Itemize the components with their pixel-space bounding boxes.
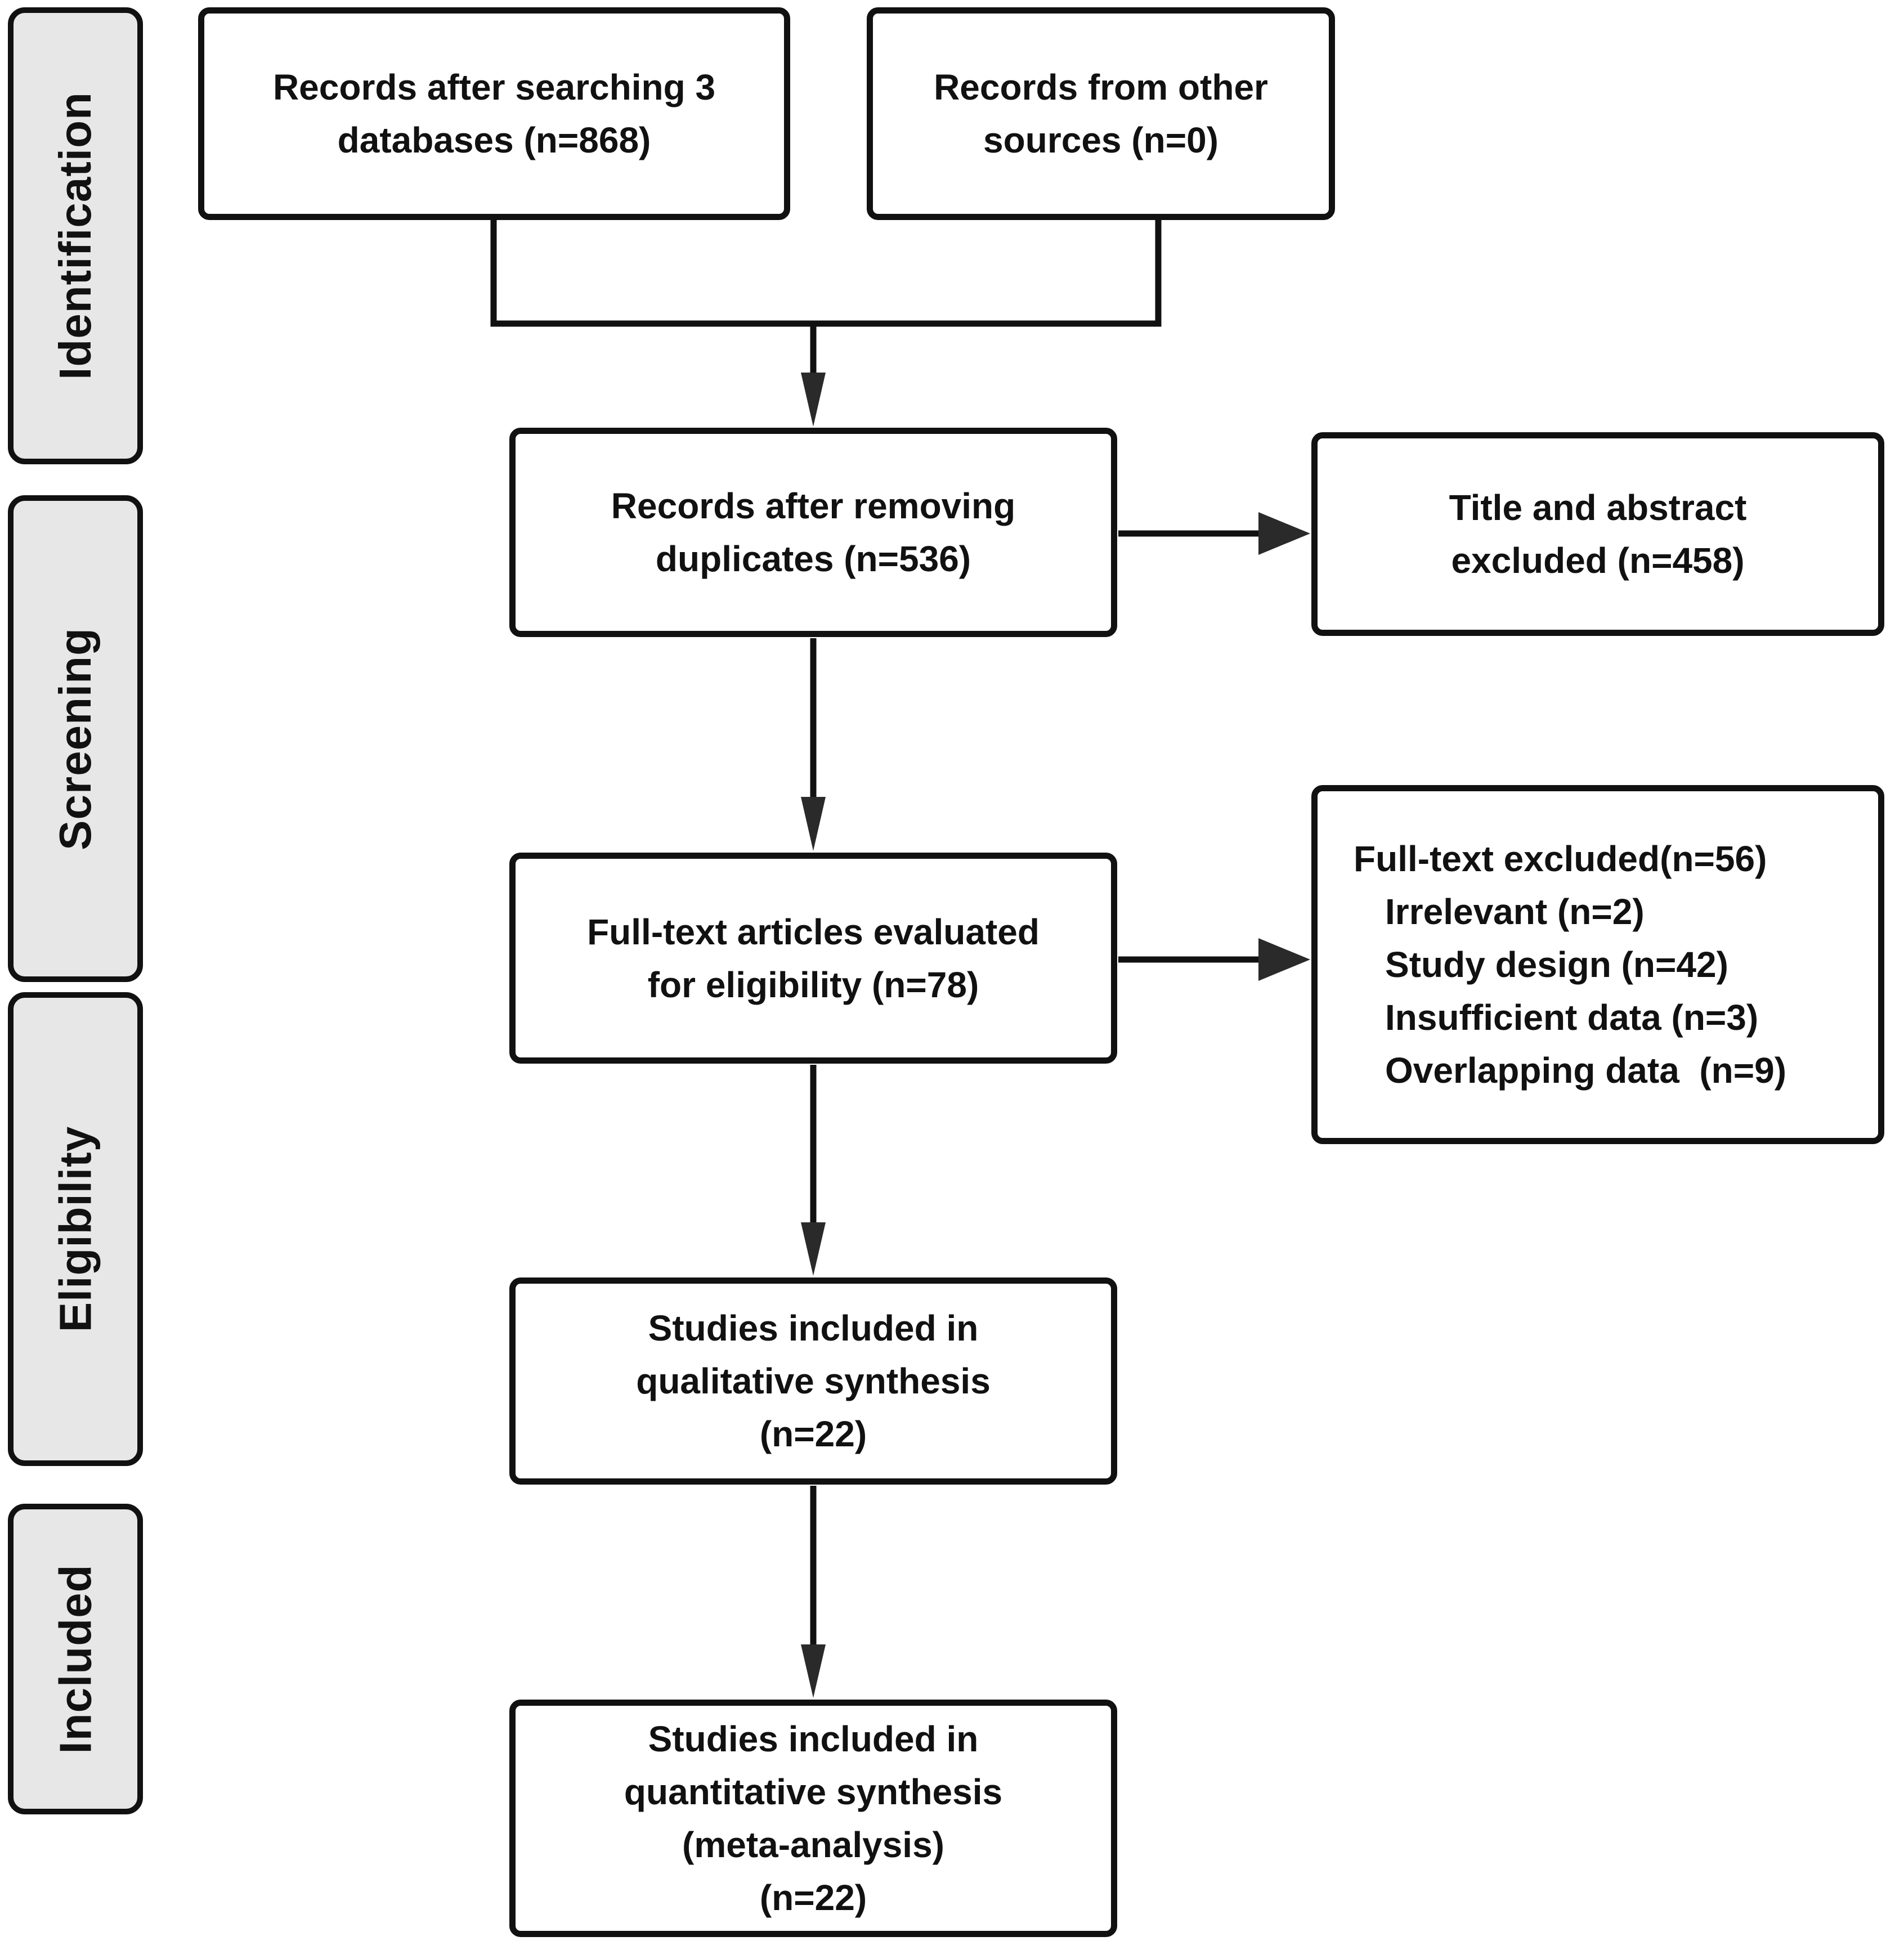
stage-identification-label: Identification <box>50 92 100 380</box>
connector-merge-bracket <box>490 220 1162 327</box>
stage-screening-label: Screening <box>50 627 101 850</box>
box-fulltext-excluded: Full-text excluded(n=56) Irrelevant (n=2… <box>1311 785 1884 1144</box>
box-records-searched: Records after searching 3 databases (n=8… <box>198 7 790 220</box>
box-quantitative-included: Studies included in quantitative synthes… <box>509 1700 1117 1937</box>
box-quantitative-included-text: Studies included in quantitative synthes… <box>624 1719 1003 1918</box>
stage-screening: Screening <box>8 495 143 982</box>
box-records-other-sources: Records from other sources (n=0) <box>867 7 1335 220</box>
box-records-deduplicated: Records after removing duplicates (n=536… <box>509 428 1117 637</box>
arrowhead-dedup-to-excluded <box>1258 512 1310 555</box>
stage-included: Included <box>8 1504 143 1814</box>
box-records-searched-text: Records after searching 3 databases (n=8… <box>272 67 716 160</box>
arrowhead-fulltext-to-qualitative <box>801 1222 826 1276</box>
arrowhead-dedup-to-fulltext <box>801 797 826 851</box>
stage-eligibility-label: Eligibility <box>50 1126 100 1333</box>
arrowhead-fulltext-to-excluded <box>1258 938 1310 981</box>
stage-included-label: Included <box>50 1564 100 1754</box>
box-fulltext-excluded-items: Irrelevant (n=2) Study design (n=42) Ins… <box>1385 891 1787 1091</box>
box-title-abstract-excluded: Title and abstract excluded (n=458) <box>1311 432 1884 636</box>
box-qualitative-included: Studies included in qualitative synthesi… <box>509 1277 1117 1485</box>
box-records-deduplicated-text: Records after removing duplicates (n=536… <box>611 486 1016 579</box>
box-fulltext-excluded-content: Full-text excluded(n=56) Irrelevant (n=2… <box>1354 832 1786 1097</box>
stage-eligibility: Eligibility <box>8 992 143 1466</box>
arrowhead-qualitative-to-quantitative <box>801 1644 826 1698</box>
stage-identification: Identification <box>8 7 143 464</box>
box-records-other-sources-text: Records from other sources (n=0) <box>934 67 1268 160</box>
box-fulltext-excluded-heading: Full-text excluded(n=56) <box>1354 839 1767 879</box>
box-qualitative-included-text: Studies included in qualitative synthesi… <box>636 1308 991 1454</box>
arrowhead-merge-to-dedup <box>801 373 826 427</box>
box-title-abstract-excluded-text: Title and abstract excluded (n=458) <box>1449 487 1747 581</box>
box-fulltext-evaluated-text: Full-text articles evaluated for eligibi… <box>587 911 1040 1005</box>
box-fulltext-evaluated: Full-text articles evaluated for eligibi… <box>509 853 1117 1064</box>
